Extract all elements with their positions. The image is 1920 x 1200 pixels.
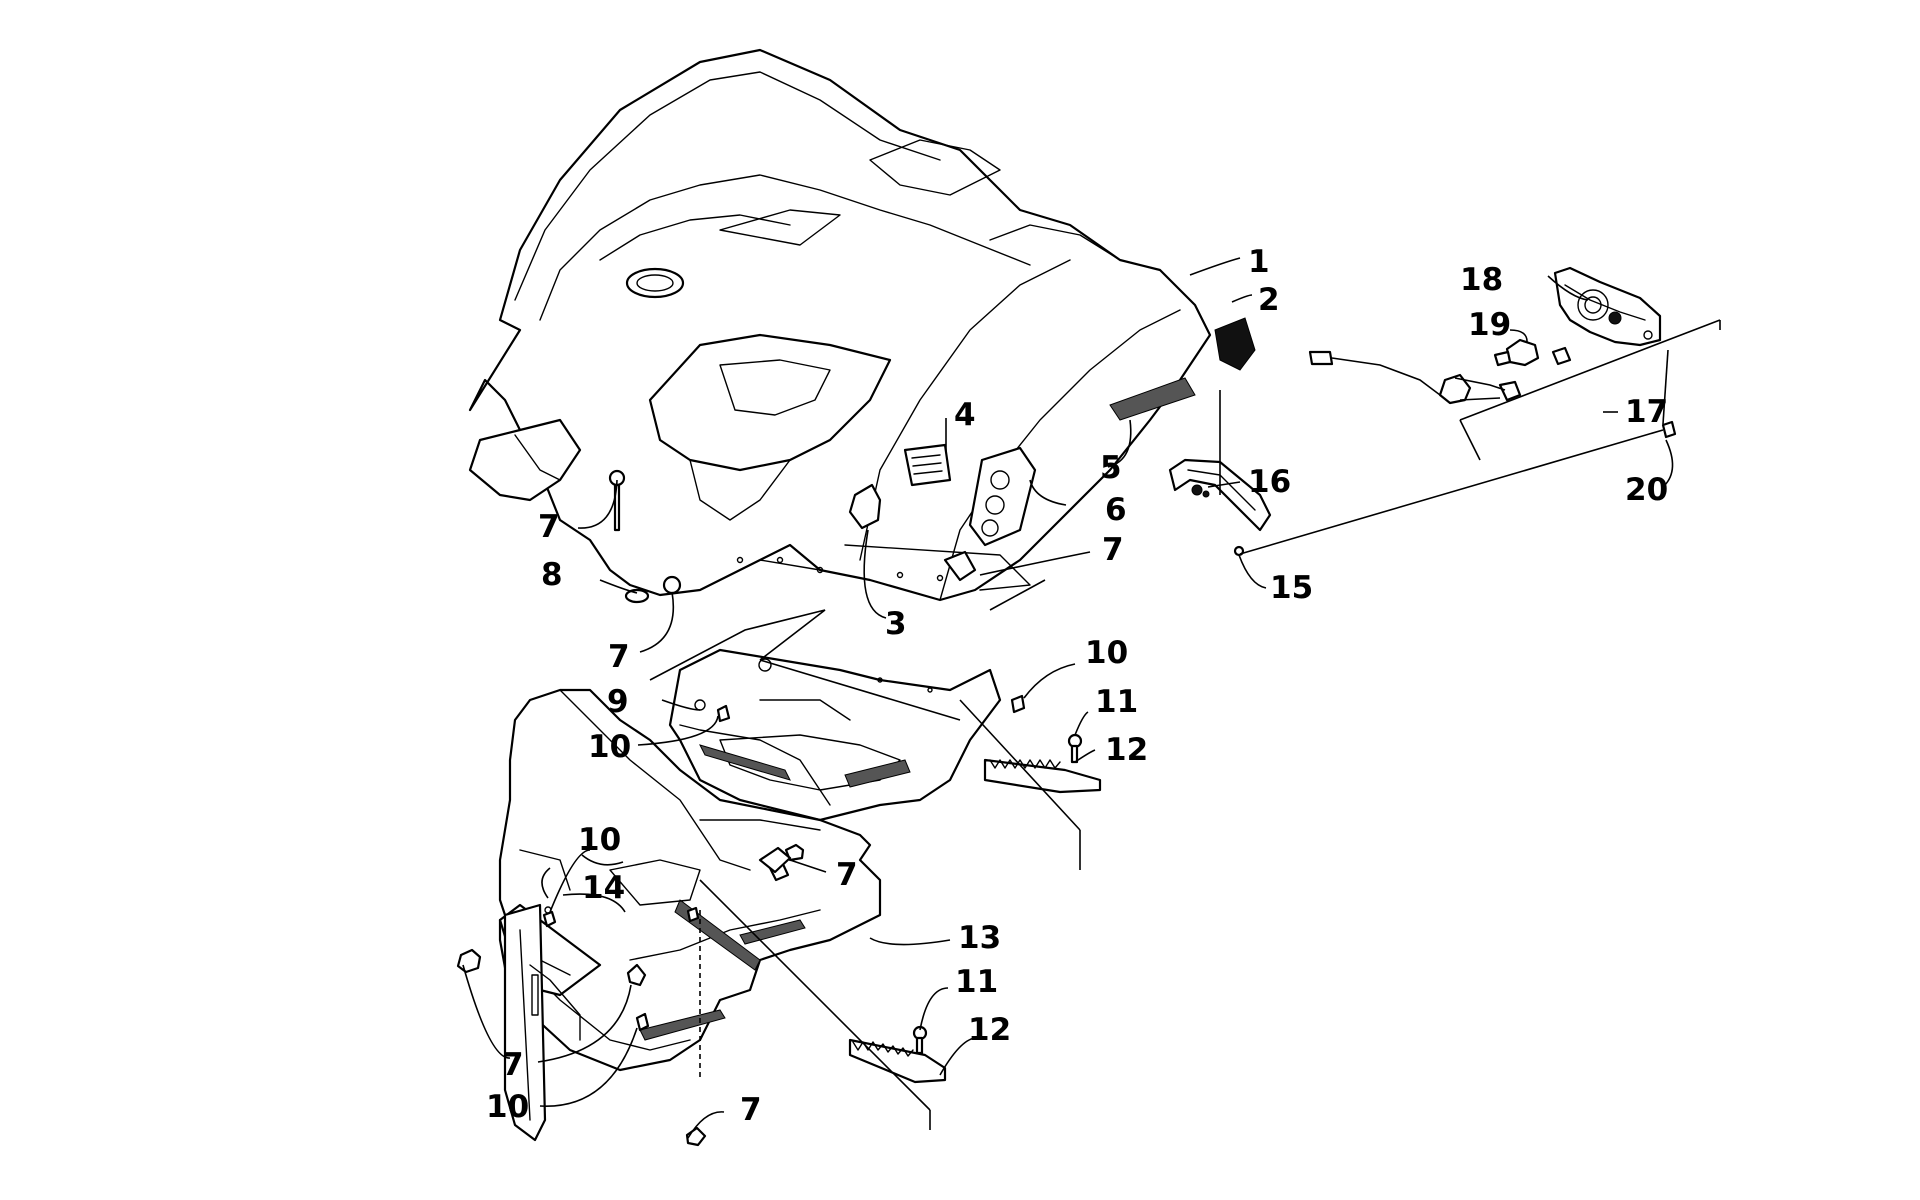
footrest-screw: [912, 1025, 928, 1055]
headlight-housing: [1553, 266, 1662, 347]
footwell-bolt: [542, 910, 557, 928]
callout-2: 2: [1258, 282, 1280, 318]
push-rivet-icon: [758, 846, 792, 882]
callout-labels: 1 2 3 4 5 6 7 7 7 7 7 7 8 9 10 10 10 10 …: [486, 244, 1668, 1128]
callout-17: 17: [1625, 394, 1668, 430]
callout-11-upper: 11: [1095, 684, 1138, 720]
headlight-bulb: [1493, 338, 1540, 367]
callout-11-lower: 11: [955, 964, 998, 1000]
taillight-lens: [1109, 317, 1256, 421]
callout-18: 18: [1460, 262, 1503, 298]
footwell-bolt: [1010, 694, 1026, 714]
serrated-footrest: [983, 758, 1102, 794]
callout-12-upper: 12: [1105, 732, 1148, 768]
callout-13: 13: [958, 920, 1001, 956]
callout-4: 4: [954, 397, 976, 433]
wiring-harness: [1308, 350, 1522, 405]
warning-decal: [903, 443, 952, 487]
callout-12-lower: 12: [968, 1012, 1011, 1048]
push-rivet-icon: [943, 550, 977, 582]
push-rivet-icon: [662, 575, 682, 595]
callout-10-footwell-right: 10: [1085, 635, 1128, 671]
footwell-screw: [686, 906, 700, 923]
serrated-footrest: [848, 1038, 947, 1084]
callout-8: 8: [541, 557, 563, 593]
callout-15: 15: [1270, 570, 1313, 606]
push-rivet-icon: [608, 469, 650, 604]
footwell-bolt: [635, 1012, 650, 1032]
housing-screw: [1661, 420, 1677, 439]
callout-20: 20: [1625, 472, 1668, 508]
callout-9: 9: [607, 684, 629, 720]
fender-clip-icon: [848, 483, 882, 530]
footrest-screw: [1067, 733, 1083, 764]
right-footwell: [498, 688, 882, 1142]
callout-14: 14: [582, 870, 625, 906]
reflector-decal: [968, 446, 1037, 547]
light-bracket: [1168, 458, 1272, 532]
callout-16: 16: [1248, 464, 1291, 500]
push-rivet-icon: [456, 948, 482, 974]
callout-7-fender-bottom: 7: [608, 639, 630, 675]
leader-lines: [462, 257, 1721, 1139]
callout-3: 3: [885, 606, 907, 642]
callout-7-fender-left: 7: [538, 509, 560, 545]
callout-1: 1: [1248, 244, 1270, 280]
callout-7-fender-right: 7: [1102, 532, 1124, 568]
callout-10-footwell-left: 10: [588, 729, 631, 765]
rear-fender-rack-assembly: [468, 48, 1212, 602]
callout-5: 5: [1100, 450, 1122, 486]
callout-10-lower-bottom: 10: [486, 1089, 529, 1125]
footwell-bolt: [716, 704, 731, 723]
left-footwell: [668, 648, 1002, 822]
bulb-socket: [1551, 346, 1572, 366]
callout-7-footwell-left: 7: [502, 1047, 524, 1083]
callout-6: 6: [1105, 492, 1127, 528]
callout-19: 19: [1468, 307, 1511, 343]
callout-10-lower-top: 10: [578, 822, 621, 858]
push-rivet-icon: [626, 963, 647, 987]
callout-7-footwell-top: 7: [836, 857, 858, 893]
callout-7-footwell-bottom: 7: [740, 1092, 762, 1128]
